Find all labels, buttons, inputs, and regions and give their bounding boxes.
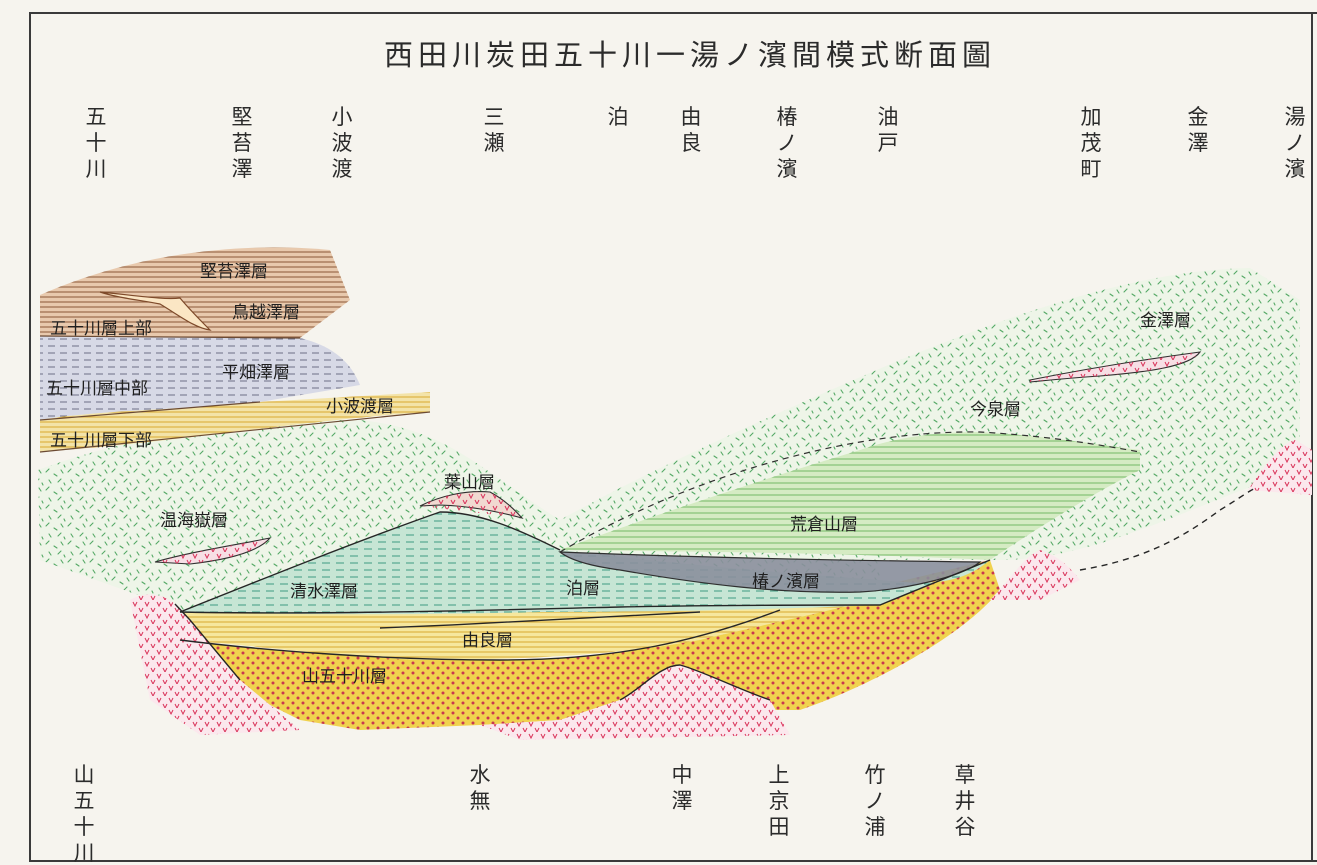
label-heibatasawa: 平畑澤層 [222, 363, 290, 383]
place-label-aburato: 油戸 [877, 105, 899, 155]
label-kanazawa: 金澤層 [1140, 311, 1191, 331]
atsumi-lens [154, 537, 272, 565]
label-yamaisogawa: 山五十川層 [302, 667, 387, 687]
place-label-kamikyoden: 上京田 [768, 763, 790, 839]
place-label-takenoura: 竹ノ浦 [864, 763, 886, 839]
kanazawa-lens [1029, 351, 1202, 383]
place-label-sanze: 三瀬 [483, 105, 505, 155]
label-kobato: 小波渡層 [326, 397, 394, 417]
place-label-minashi: 水無 [469, 763, 491, 813]
tsubakinohama-lens [558, 551, 982, 593]
frame-right-line [1311, 12, 1313, 862]
frame-left-line [29, 12, 31, 862]
frame-bottom-line [29, 860, 1317, 862]
upper-left-formations [39, 247, 431, 453]
arakurayama-layer [559, 431, 1141, 560]
label-shimizusawa: 清水澤層 [290, 582, 358, 602]
label-katanorisawa: 堅苔澤層 [200, 262, 268, 282]
boundary-lines [174, 487, 1257, 701]
frame-top-line [30, 12, 1317, 14]
andesite-basement [130, 440, 1312, 740]
place-label-kanazawa: 金澤 [1187, 105, 1209, 155]
place-label-nakazawa: 中澤 [671, 763, 693, 813]
label-tsubakinohama: 椿ノ濱層 [752, 572, 820, 592]
hayama-lens [419, 491, 524, 520]
place-label-yamaisogawa: 山五十川 [73, 763, 95, 865]
label-hayama: 葉山層 [444, 473, 495, 493]
place-label-tsubakinohama: 椿ノ濱 [776, 105, 798, 181]
label-isogawa-lower: 五十川層下部 [50, 431, 152, 451]
label-isogawa-upper: 五十川層上部 [50, 319, 152, 339]
place-label-kobato: 小波渡 [331, 105, 353, 181]
layer-labels: 堅苔澤層 鳥越澤層 五十川層上部 平畑澤層 五十川層中部 小波渡層 五十川層下部… [46, 262, 1191, 687]
place-label-tomari: 泊 [607, 105, 629, 129]
place-label-yunohama: 湯ノ濱 [1284, 105, 1306, 181]
label-yura: 由良層 [462, 631, 513, 651]
place-label-isogawa: 五十川 [85, 105, 107, 181]
yamaisogawa-layer [180, 560, 1000, 730]
label-atsumi: 温海嶽層 [160, 511, 228, 531]
label-isogawa-middle: 五十川層中部 [46, 379, 148, 399]
place-label-kusaidani: 草井谷 [954, 763, 976, 839]
label-tomari: 泊層 [566, 579, 600, 599]
label-torigoesawa: 鳥越澤層 [232, 303, 300, 323]
label-imaizumi: 今泉層 [970, 400, 1021, 420]
label-arakurayama: 荒倉山層 [790, 515, 858, 535]
place-label-yura: 由良 [680, 105, 702, 155]
diagram-title: 西田川炭田五十川一湯ノ濱間模式断面圖 [383, 38, 996, 72]
place-label-katanorisawa: 堅苔澤 [231, 105, 253, 181]
place-label-kamo: 加茂町 [1080, 105, 1102, 181]
